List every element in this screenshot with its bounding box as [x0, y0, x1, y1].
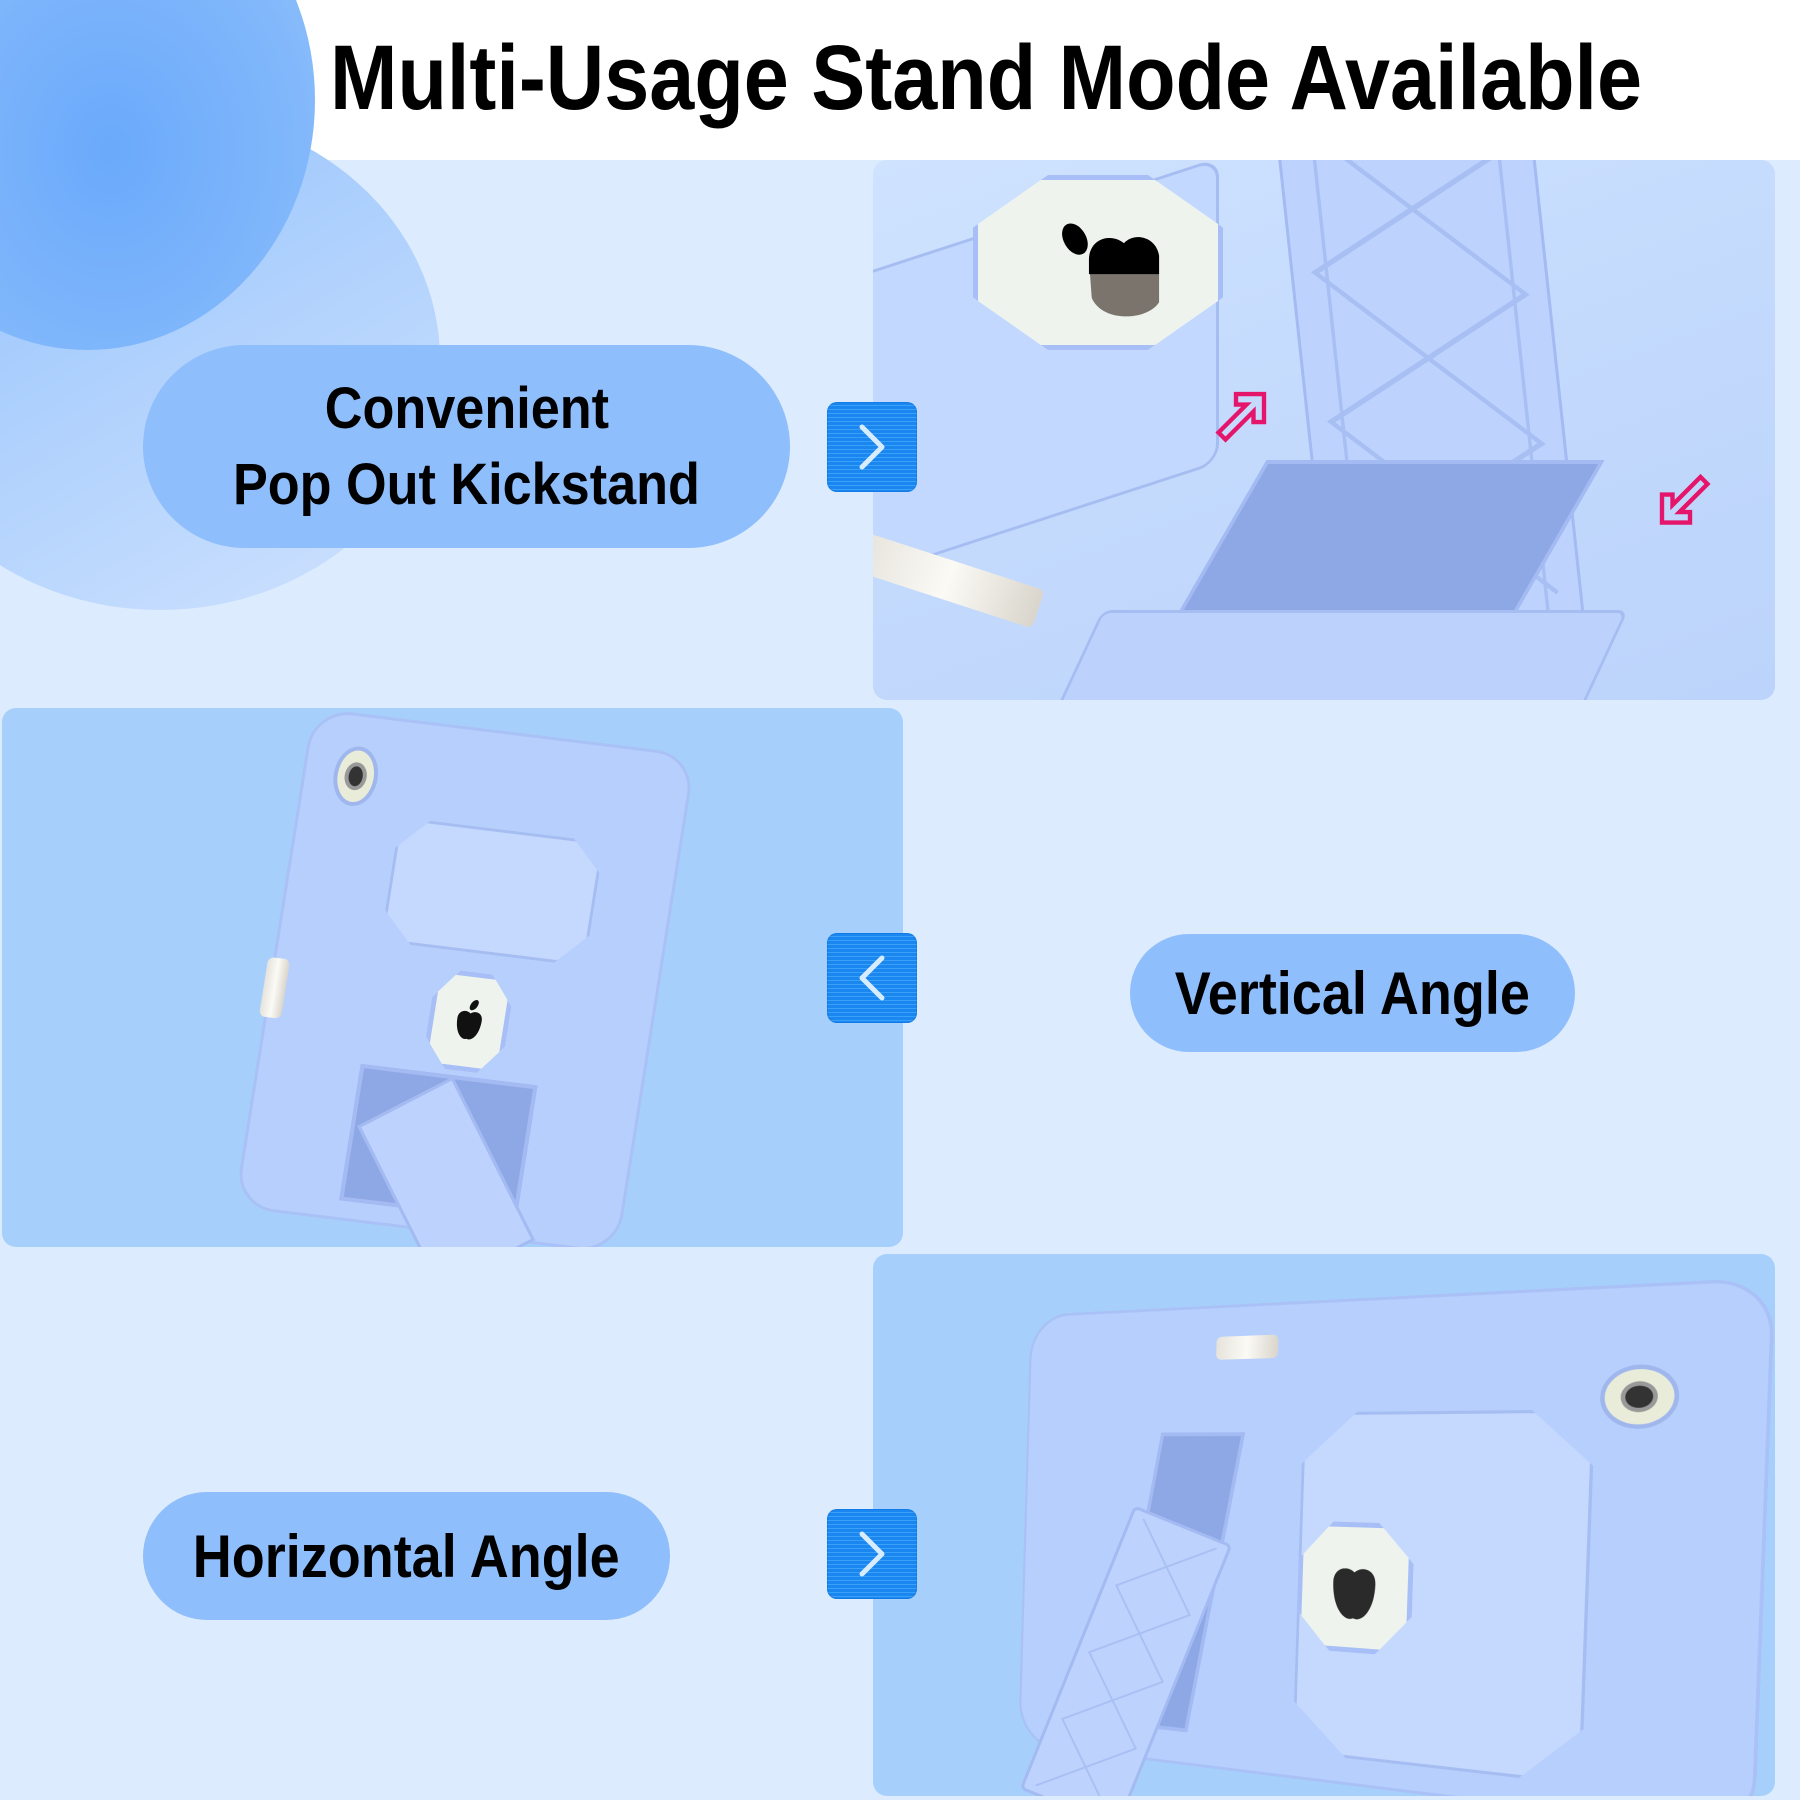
horizontal-stand-image — [873, 1254, 1775, 1796]
feature-label-kickstand: Convenient Pop Out Kickstand — [143, 345, 790, 548]
feature-label-vertical: Vertical Angle — [1130, 934, 1575, 1052]
pink-arrow-up-right-icon — [1215, 391, 1267, 443]
case-center-panel — [380, 817, 604, 967]
apple-logo-icon — [1062, 222, 1160, 316]
pencil-holder — [258, 956, 291, 1019]
next-button-horizontal[interactable] — [827, 1509, 917, 1599]
pink-arrow-down-left-icon — [1659, 473, 1711, 525]
camera-cutout — [329, 743, 383, 809]
apple-logo-icon — [1311, 1538, 1398, 1639]
feature-label-line-2: Pop Out Kickstand — [233, 451, 700, 517]
kickstand-lattice-pattern — [1035, 1518, 1217, 1796]
chevron-left-icon — [859, 955, 885, 1001]
vertical-stand-image — [2, 708, 903, 1247]
tablet-case-horizontal — [1017, 1276, 1775, 1796]
apple-logo-icon — [439, 983, 499, 1060]
kickstand-closeup-image — [873, 160, 1775, 700]
tablet-case-vertical — [233, 708, 697, 1247]
feature-label-text: Horizontal Angle — [193, 1522, 620, 1590]
feature-label-horizontal: Horizontal Angle — [143, 1492, 670, 1620]
pencil-holder — [1216, 1334, 1279, 1360]
chevron-right-icon — [859, 424, 885, 470]
chevron-right-icon — [859, 1531, 885, 1577]
case-lower-ridge — [1043, 610, 1629, 700]
apple-logo-cutout — [1296, 1521, 1415, 1657]
apple-logo-cutout — [973, 175, 1223, 350]
kickstand-extended — [1019, 1505, 1233, 1796]
feature-label-line-1: Convenient — [324, 375, 609, 441]
apple-logo-cutout — [421, 967, 516, 1076]
next-button-kickstand[interactable] — [827, 402, 917, 492]
feature-label-text: Vertical Angle — [1174, 959, 1531, 1027]
camera-cutout — [1599, 1363, 1681, 1429]
page-title: Multi-Usage Stand Mode Available — [330, 27, 1643, 129]
previous-button-vertical[interactable] — [827, 933, 917, 1023]
